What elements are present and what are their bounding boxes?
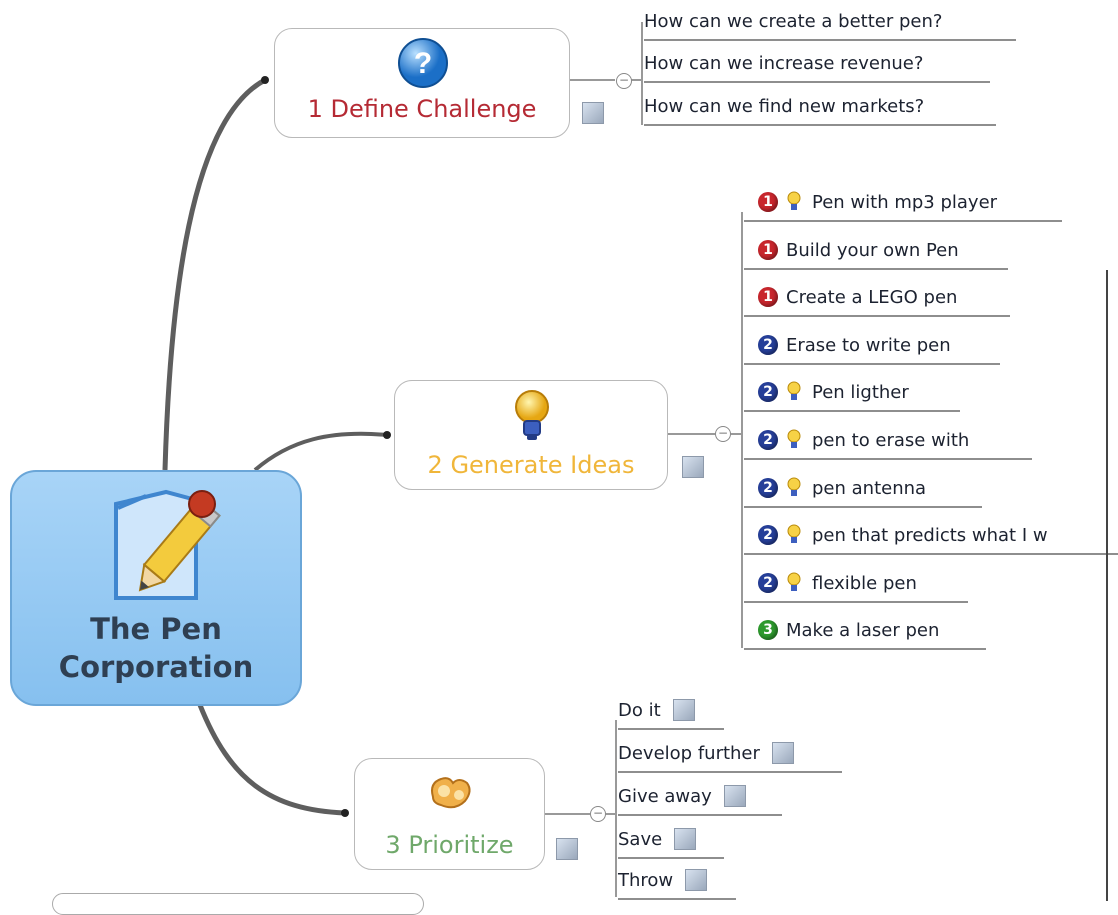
lightbulb-icon [786, 381, 802, 403]
priority-3-icon: 3 [758, 620, 778, 640]
central-topic[interactable]: The Pen Corporation [10, 470, 302, 706]
list-item[interactable]: 2 pen antenna [744, 470, 982, 508]
list-item[interactable]: Do it [618, 692, 724, 730]
scales-icon [431, 777, 471, 809]
topic-label: 1 Define Challenge [307, 95, 537, 123]
list-item[interactable]: How can we increase revenue? [644, 45, 990, 83]
idea-text: pen antenna [812, 477, 927, 499]
idea-text: Make a laser pen [786, 619, 940, 641]
list-item[interactable]: 2 pen to erase with [744, 422, 1032, 460]
idea-text: pen that predicts what I w [812, 524, 1048, 546]
note-icon[interactable] [723, 785, 746, 807]
partial-topic-box[interactable] [52, 893, 424, 915]
topic-label: 2 Generate Ideas [427, 451, 635, 479]
lightbulb-icon [786, 429, 802, 451]
pencil-document-icon [114, 489, 221, 600]
topic-generate-ideas[interactable]: 2 Generate Ideas [394, 380, 668, 490]
collapse-toggle[interactable]: − [715, 426, 731, 442]
priority-2-icon: 2 [758, 525, 778, 545]
priority-2-icon: 2 [758, 382, 778, 402]
priority-1-icon: 1 [758, 192, 778, 212]
lightbulb-icon [786, 572, 802, 594]
list-item[interactable]: 1 Create a LEGO pen [744, 279, 1010, 317]
list-item[interactable]: Develop further [618, 735, 842, 773]
list-item[interactable]: 2 pen that predicts what I w [744, 517, 1118, 555]
priority-2-icon: 2 [758, 478, 778, 498]
lightbulb-icon [786, 524, 802, 546]
note-icon[interactable] [674, 828, 697, 850]
priority-1-icon: 1 [758, 287, 778, 307]
collapse-toggle[interactable]: − [590, 806, 606, 822]
lightbulb-icon [786, 191, 802, 213]
priority-1-icon: 1 [758, 240, 778, 260]
lightbulb-icon [515, 390, 549, 440]
edge-line [1106, 270, 1108, 901]
list-item[interactable]: How can we create a better pen? [644, 3, 1016, 41]
note-icon[interactable] [682, 456, 704, 478]
idea-text: Create a LEGO pen [786, 286, 958, 308]
list-item[interactable]: 2 Erase to write pen [744, 327, 1000, 365]
list-item[interactable]: Throw [618, 862, 736, 900]
collapse-toggle[interactable]: − [616, 73, 632, 89]
list-item[interactable]: Save [618, 821, 724, 859]
priority-2-icon: 2 [758, 573, 778, 593]
list-item[interactable]: 2 flexible pen [744, 565, 968, 603]
idea-text: Erase to write pen [786, 334, 951, 356]
priority-2-icon: 2 [758, 430, 778, 450]
question-icon: ? [398, 38, 448, 88]
idea-text: flexible pen [812, 572, 917, 594]
idea-text: Pen ligther [812, 381, 909, 403]
topic-prioritize[interactable]: 3 Prioritize [354, 758, 545, 870]
note-icon[interactable] [771, 742, 794, 764]
list-item[interactable]: 1 Build your own Pen [744, 232, 1008, 270]
svg-text:?: ? [414, 47, 432, 80]
idea-text: Pen with mp3 player [812, 191, 998, 213]
note-icon[interactable] [685, 869, 708, 891]
list-item[interactable]: How can we find new markets? [644, 88, 996, 126]
note-icon[interactable] [582, 102, 604, 124]
priority-2-icon: 2 [758, 335, 778, 355]
lightbulb-icon [786, 477, 802, 499]
idea-text: pen to erase with [812, 429, 970, 451]
note-icon[interactable] [556, 838, 578, 860]
list-item[interactable]: 2 Pen ligther [744, 374, 960, 412]
list-item[interactable]: 1 Pen with mp3 player [744, 184, 1062, 222]
central-topic-title: The Pen Corporation [58, 612, 254, 684]
list-item[interactable]: 3 Make a laser pen [744, 612, 986, 650]
idea-text: Build your own Pen [786, 239, 959, 261]
note-icon[interactable] [672, 699, 695, 721]
topic-define-challenge[interactable]: ? 1 Define Challenge [274, 28, 570, 138]
list-item[interactable]: Give away [618, 778, 782, 816]
topic-label: 3 Prioritize [385, 831, 514, 859]
